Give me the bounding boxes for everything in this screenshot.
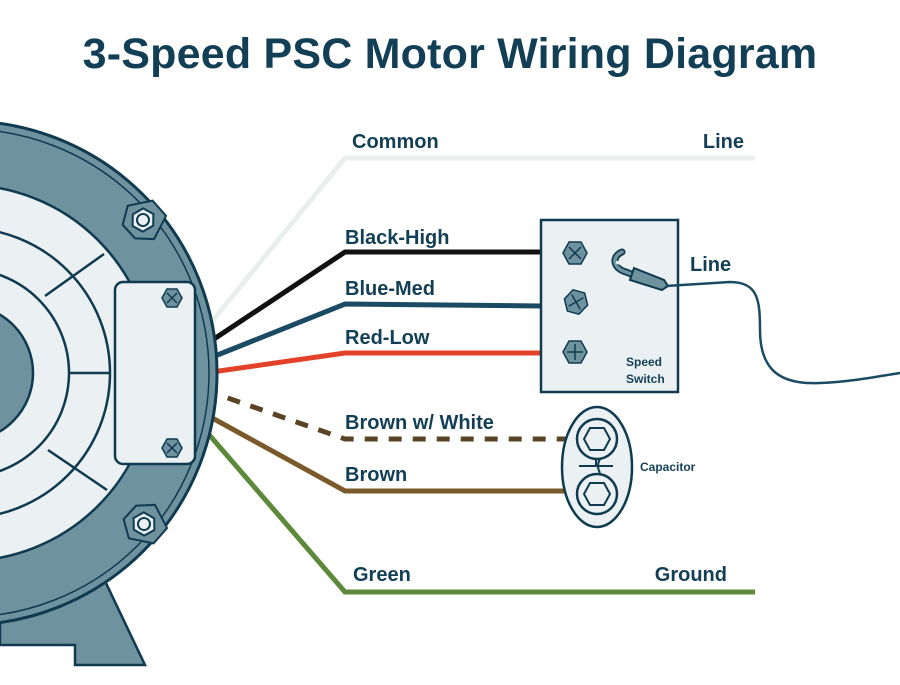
wire-common (203, 155, 755, 332)
terminal-screw-bottom-icon (161, 438, 183, 458)
label-blue-med: Blue-Med (345, 278, 435, 300)
label-green: Green (353, 564, 411, 586)
wire-brown-white (204, 387, 570, 442)
capacitor-terminal-bottom-icon (575, 472, 619, 516)
label-ground: Ground (655, 564, 727, 586)
diagram-title: 3-Speed PSC Motor Wiring Diagram (82, 30, 818, 78)
motor (0, 121, 219, 667)
capacitor-terminal-top-icon (575, 417, 619, 461)
line-cord (665, 280, 900, 385)
terminal-screw-top-icon (161, 288, 183, 308)
label-switch-line: Line (690, 254, 731, 276)
label-common-line: Line (703, 131, 744, 153)
housing-nut-bottom-icon (122, 503, 169, 545)
terminal-box (113, 280, 197, 466)
label-black-high: Black-High (345, 227, 449, 249)
wire-black-high (203, 249, 541, 348)
label-brown-white: Brown w/ White (345, 412, 494, 434)
speed-switch: Speed Switch (539, 218, 680, 394)
wire-red-low (204, 350, 541, 376)
speed-switch-box (539, 218, 680, 394)
capacitor-symbol-icon (579, 458, 613, 474)
label-brown: Brown (345, 464, 407, 486)
spade-connector-icon (611, 248, 670, 292)
label-common: Common (352, 131, 439, 153)
capacitor: Capacitor (560, 405, 696, 529)
switch-screw-med-icon (563, 288, 589, 316)
motor-hub (0, 313, 35, 433)
speed-switch-label-line2: Switch (626, 372, 665, 386)
housing-nut-top-icon (121, 199, 168, 241)
wire-brown (203, 411, 590, 494)
wire-blue-med (204, 301, 542, 363)
switch-screw-high-icon (562, 241, 588, 265)
speed-switch-label-line1: Speed (626, 355, 662, 369)
capacitor-label: Capacitor (640, 460, 696, 474)
switch-screw-low-icon (562, 340, 588, 364)
label-red-low: Red-Low (345, 327, 430, 349)
wire-green (203, 428, 755, 595)
